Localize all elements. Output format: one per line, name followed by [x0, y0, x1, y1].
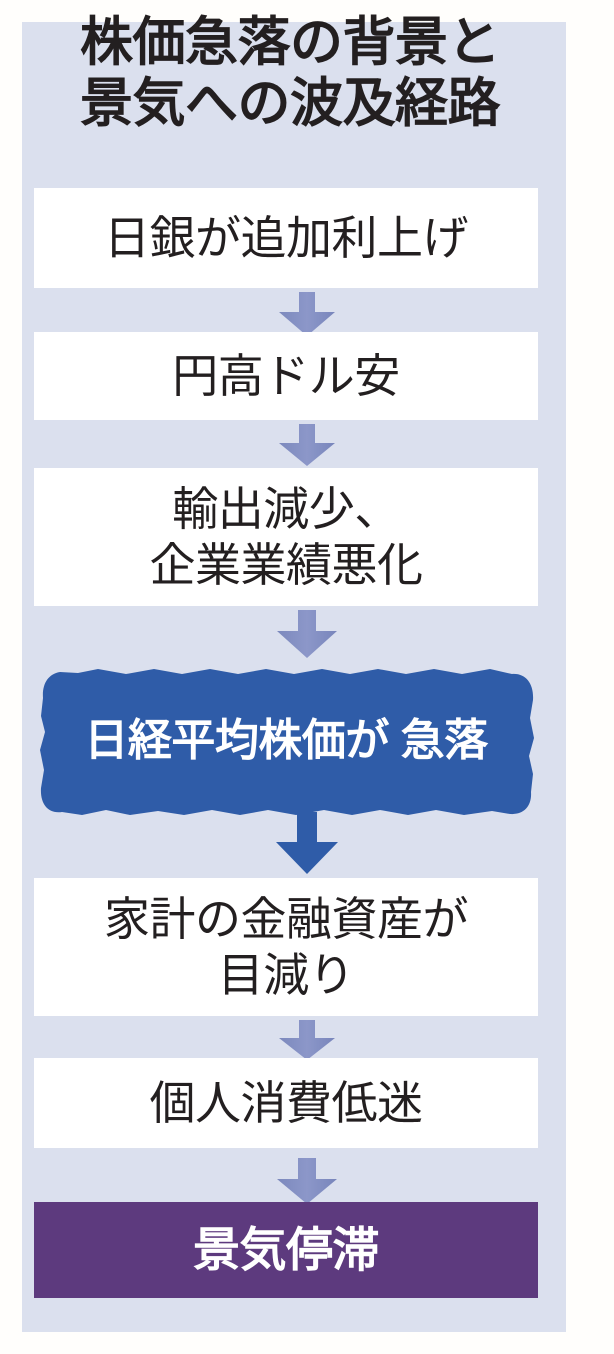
flow-step-5[interactable]: 家計の金融資産が 目減り	[34, 878, 538, 1016]
flow-step-5-label: 家計の金融資産が 目減り	[104, 893, 469, 1001]
rough-edge-shape	[40, 669, 534, 815]
flow-step-3[interactable]: 輸出減少、 企業業績悪化	[34, 468, 538, 606]
connector-arrow-2	[277, 424, 337, 466]
page-title: 株価急落の背景と 景気への波及経路	[34, 12, 546, 134]
connector-arrow-6	[275, 1158, 339, 1204]
down-arrow-icon	[277, 1020, 337, 1060]
down-arrow-icon	[275, 610, 339, 658]
connector-arrow-5	[277, 1020, 337, 1060]
flow-step-7[interactable]: 景気停滞	[34, 1202, 538, 1298]
flow-step-2-label: 円高ドル安	[172, 350, 400, 402]
flow-step-6[interactable]: 個人消費低迷	[34, 1058, 538, 1148]
page-title-line-2: 景気への波及経路	[80, 74, 501, 133]
flow-step-6-label: 個人消費低迷	[149, 1077, 424, 1129]
page-title-line-1: 株価急落の背景と	[80, 13, 501, 72]
flow-step-7-label: 景気停滞	[193, 1223, 380, 1276]
flow-step-4-label: 日経平均株価が 急落	[84, 716, 488, 765]
connector-arrow-1	[277, 292, 337, 336]
down-arrow-icon	[277, 424, 337, 466]
down-arrow-icon	[277, 292, 337, 336]
connector-arrow-4	[274, 812, 340, 874]
flow-step-1[interactable]: 日銀が追加利上げ	[34, 188, 538, 288]
flow-step-1-label: 日銀が追加利上げ	[104, 212, 469, 264]
down-arrow-icon	[275, 1158, 339, 1204]
connector-arrow-3	[275, 610, 339, 658]
flow-step-2[interactable]: 円高ドル安	[34, 332, 538, 420]
flow-step-4[interactable]: 日経平均株価が 急落	[34, 658, 538, 824]
flow-step-3-label: 輸出減少、 企業業績悪化	[149, 483, 424, 591]
down-arrow-icon	[274, 812, 340, 874]
